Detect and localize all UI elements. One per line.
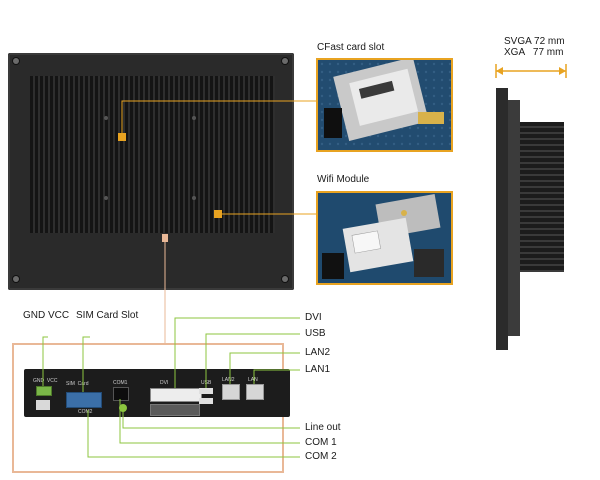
dvi-label: DVI bbox=[305, 312, 322, 323]
wifi-photo-art bbox=[318, 193, 451, 283]
svga-dimension-label: SVGA 72 mm bbox=[504, 36, 565, 47]
power-switch[interactable] bbox=[36, 400, 50, 410]
corner-screw bbox=[282, 276, 288, 282]
dvi-leader bbox=[174, 317, 300, 388]
port-label-dvi: DVI bbox=[160, 380, 169, 386]
port-label-lan1: LAN bbox=[248, 377, 258, 383]
io-marker-icon bbox=[162, 234, 168, 242]
line-out-label: Line out bbox=[305, 422, 341, 433]
side-view-bezel bbox=[496, 88, 508, 350]
sim-card-port[interactable] bbox=[66, 392, 102, 408]
usb-label: USB bbox=[305, 328, 326, 339]
cfast-label: CFast card slot bbox=[317, 42, 385, 53]
cfast-leader-line bbox=[121, 100, 316, 137]
vesa-mount-hole bbox=[104, 116, 108, 120]
corner-screw bbox=[13, 276, 19, 282]
arrow-head-left-icon bbox=[496, 67, 503, 75]
com1-leader bbox=[119, 399, 300, 444]
xga-dimension-label: XGA 77 mm bbox=[504, 47, 564, 58]
port-label-com1: COM1 bbox=[113, 380, 128, 386]
corner-screw bbox=[282, 58, 288, 64]
com2-port[interactable] bbox=[150, 404, 200, 416]
port-label-lan2: LAN2 bbox=[222, 377, 235, 383]
port-label-com2: COM2 bbox=[78, 409, 93, 415]
lan2-label: LAN2 bbox=[305, 347, 331, 358]
line-out-jack[interactable] bbox=[119, 404, 127, 412]
vesa-mount-hole bbox=[104, 196, 108, 200]
wifi-label: Wifi Module bbox=[317, 174, 370, 185]
usb-port[interactable] bbox=[199, 398, 213, 404]
gnd-vcc-label: GND VCC bbox=[23, 310, 70, 321]
corner-screw bbox=[13, 58, 19, 64]
vesa-mount-hole bbox=[192, 196, 196, 200]
power-terminal bbox=[36, 386, 52, 396]
lan1-port[interactable] bbox=[246, 384, 264, 400]
side-view-body bbox=[508, 100, 520, 336]
com1-port[interactable] bbox=[113, 387, 129, 401]
lan2-port[interactable] bbox=[222, 384, 240, 400]
sim-card-slot-label: SIM Card Slot bbox=[76, 310, 139, 321]
sim-leader bbox=[82, 336, 90, 392]
arrow-head-right-icon bbox=[559, 67, 566, 75]
gnd-vcc-leader bbox=[42, 336, 48, 386]
lan1-leader bbox=[253, 369, 300, 384]
usb-port[interactable] bbox=[199, 388, 213, 394]
vesa-mount-hole bbox=[192, 116, 196, 120]
side-view-heatsink bbox=[520, 122, 564, 272]
com2-leader bbox=[87, 410, 300, 458]
dvi-port[interactable] bbox=[150, 388, 202, 402]
com2-label: COM 2 bbox=[305, 451, 337, 462]
lan2-leader bbox=[229, 352, 300, 384]
lan1-label: LAN1 bbox=[305, 364, 331, 375]
port-label-gnd-vcc: GND VCC bbox=[33, 378, 58, 384]
cfast-photo-art bbox=[318, 60, 451, 150]
com1-label: COM 1 bbox=[305, 437, 337, 448]
usb-leader bbox=[205, 333, 300, 388]
line-out-leader bbox=[122, 412, 300, 429]
cfast-slot-photo bbox=[316, 58, 453, 152]
heatsink-fins bbox=[30, 76, 275, 233]
wifi-module-photo bbox=[316, 191, 453, 285]
